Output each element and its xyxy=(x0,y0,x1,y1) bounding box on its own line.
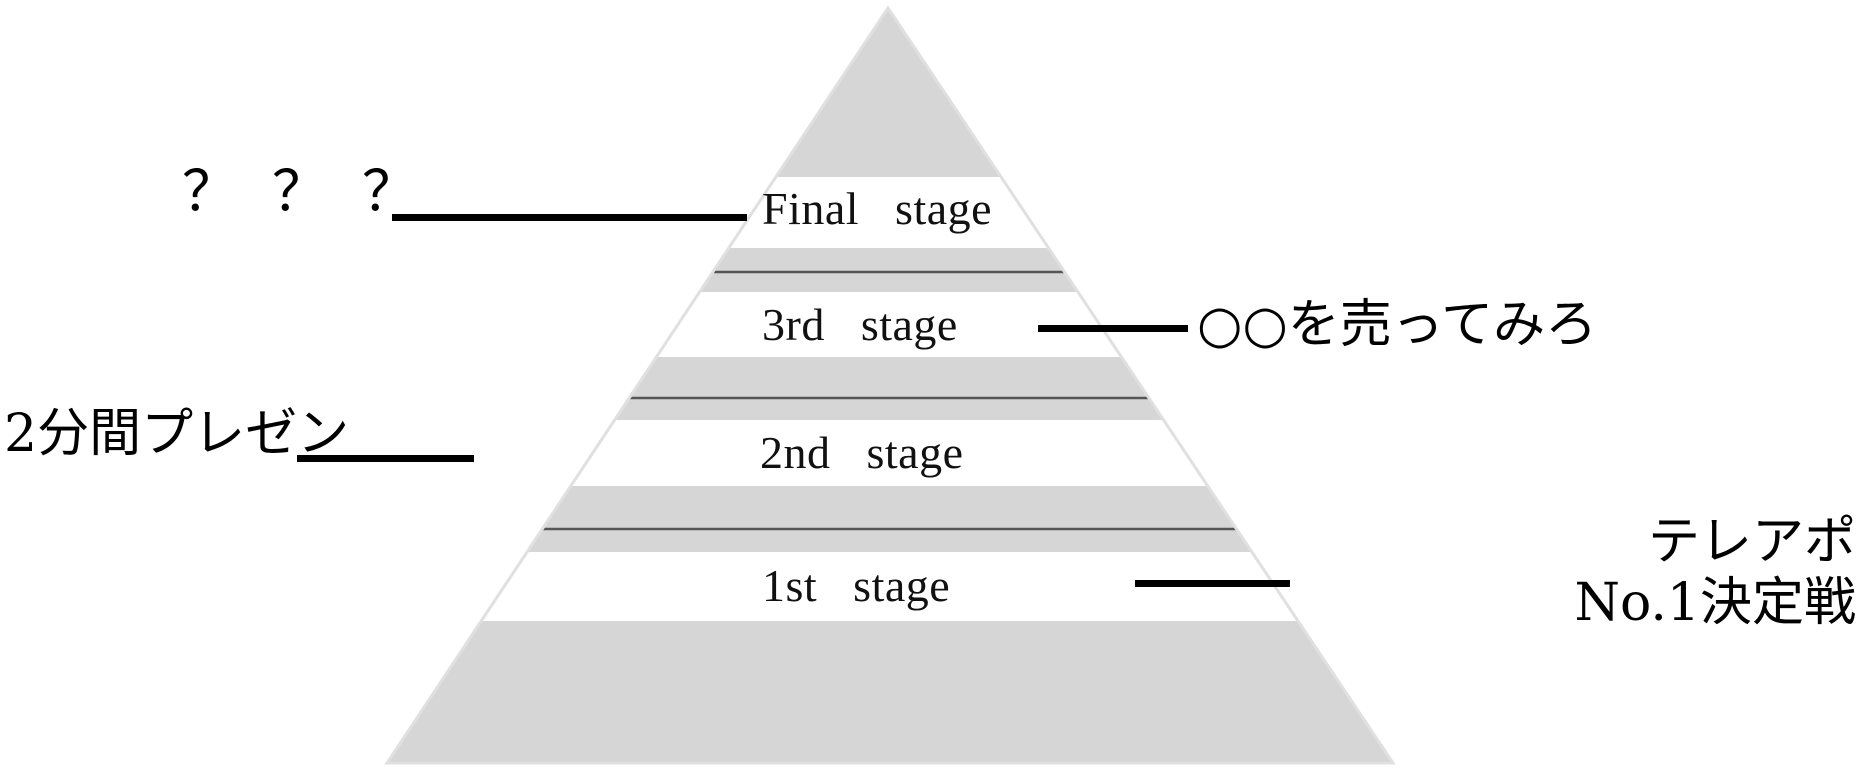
pyramid-body xyxy=(385,6,1395,764)
stage-label-third: 3rd stage xyxy=(762,299,958,350)
stage-label-second: 2nd stage xyxy=(760,427,964,478)
callout-label-first: テレアポ No.1決定戦 xyxy=(1574,512,1856,634)
callout-label-final: ？ ？ ？ xyxy=(182,162,428,224)
callout-label-third: ○○を売ってみろ xyxy=(1197,295,1598,355)
stage-label-final: Final stage xyxy=(762,183,993,234)
pyramid-outline xyxy=(384,5,1396,765)
callout-label-second: 2分間プレゼン xyxy=(4,404,350,464)
callout-connector-second xyxy=(297,455,474,462)
callout-connector-first xyxy=(1135,580,1290,587)
stage-label-first: 1st stage xyxy=(762,560,951,611)
callout-connector-final xyxy=(392,214,747,221)
callout-connector-third xyxy=(1038,325,1188,332)
